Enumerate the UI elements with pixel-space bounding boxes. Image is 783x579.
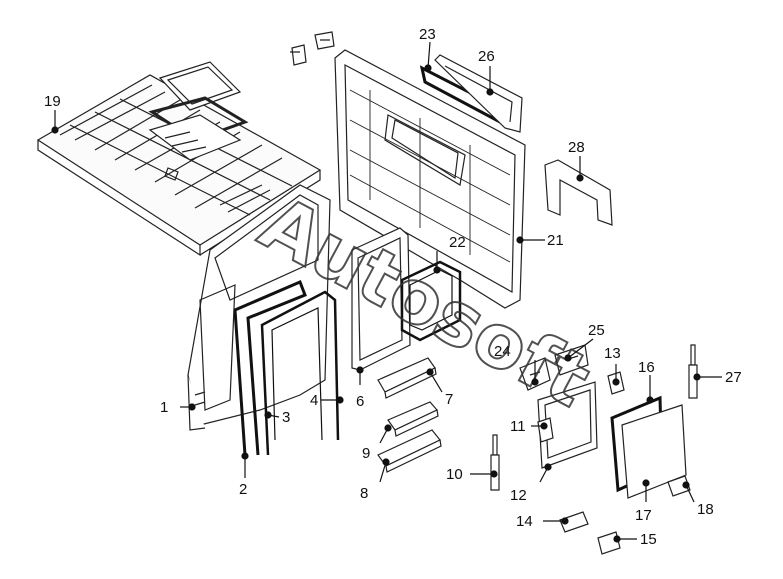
trim-strip-8	[377, 429, 442, 473]
callout-13: 13	[604, 345, 621, 362]
hatch-cover	[621, 404, 687, 499]
roof-clips	[290, 31, 335, 66]
rear-window-glass	[434, 54, 523, 133]
callout-22: 22	[449, 234, 466, 251]
callout-27: 27	[725, 369, 742, 386]
callout-2: 2	[239, 481, 247, 498]
clip-15	[597, 531, 621, 555]
callout-8: 8	[360, 485, 368, 502]
callout-10: 10	[446, 466, 463, 483]
callout-4: 4	[310, 392, 318, 409]
roof-hatch	[148, 61, 249, 161]
callout-1: 1	[160, 399, 168, 416]
callout-16: 16	[638, 359, 655, 376]
callout-21: 21	[547, 232, 564, 249]
callout-14: 14	[516, 513, 533, 530]
callout-15: 15	[640, 531, 657, 548]
clip-14	[559, 511, 589, 533]
callout-28: 28	[568, 139, 585, 156]
rear-bracket	[544, 159, 613, 226]
callout-24: 24	[494, 343, 511, 360]
callout-labels: 1 2 3 4 6 7 8 9 10 11 12 13 14 15 16 17 …	[44, 26, 742, 548]
callout-12: 12	[510, 487, 527, 504]
trim-strip-7	[377, 357, 437, 399]
callout-3: 3	[282, 409, 290, 426]
door-seal-inner	[260, 290, 340, 456]
callout-6: 6	[356, 393, 364, 410]
rear-panel	[334, 49, 526, 309]
trim-strip-9	[387, 401, 439, 437]
callout-9: 9	[362, 445, 370, 462]
callout-17: 17	[635, 507, 652, 524]
callout-19: 19	[44, 93, 61, 110]
gas-strut-27	[688, 344, 698, 399]
callout-25: 25	[588, 322, 605, 339]
callout-18: 18	[697, 501, 714, 518]
callout-23: 23	[419, 26, 436, 43]
small-bracket-11	[537, 417, 554, 443]
inner-trim-panel	[351, 227, 411, 371]
cab-side-panel	[187, 184, 331, 431]
leader-lines	[51, 41, 722, 543]
callout-11: 11	[510, 418, 526, 435]
callout-7: 7	[445, 391, 453, 408]
gas-strut-10	[490, 434, 500, 491]
door-seal-outer	[233, 280, 307, 456]
callout-26: 26	[478, 48, 495, 65]
clip-18	[667, 475, 691, 497]
